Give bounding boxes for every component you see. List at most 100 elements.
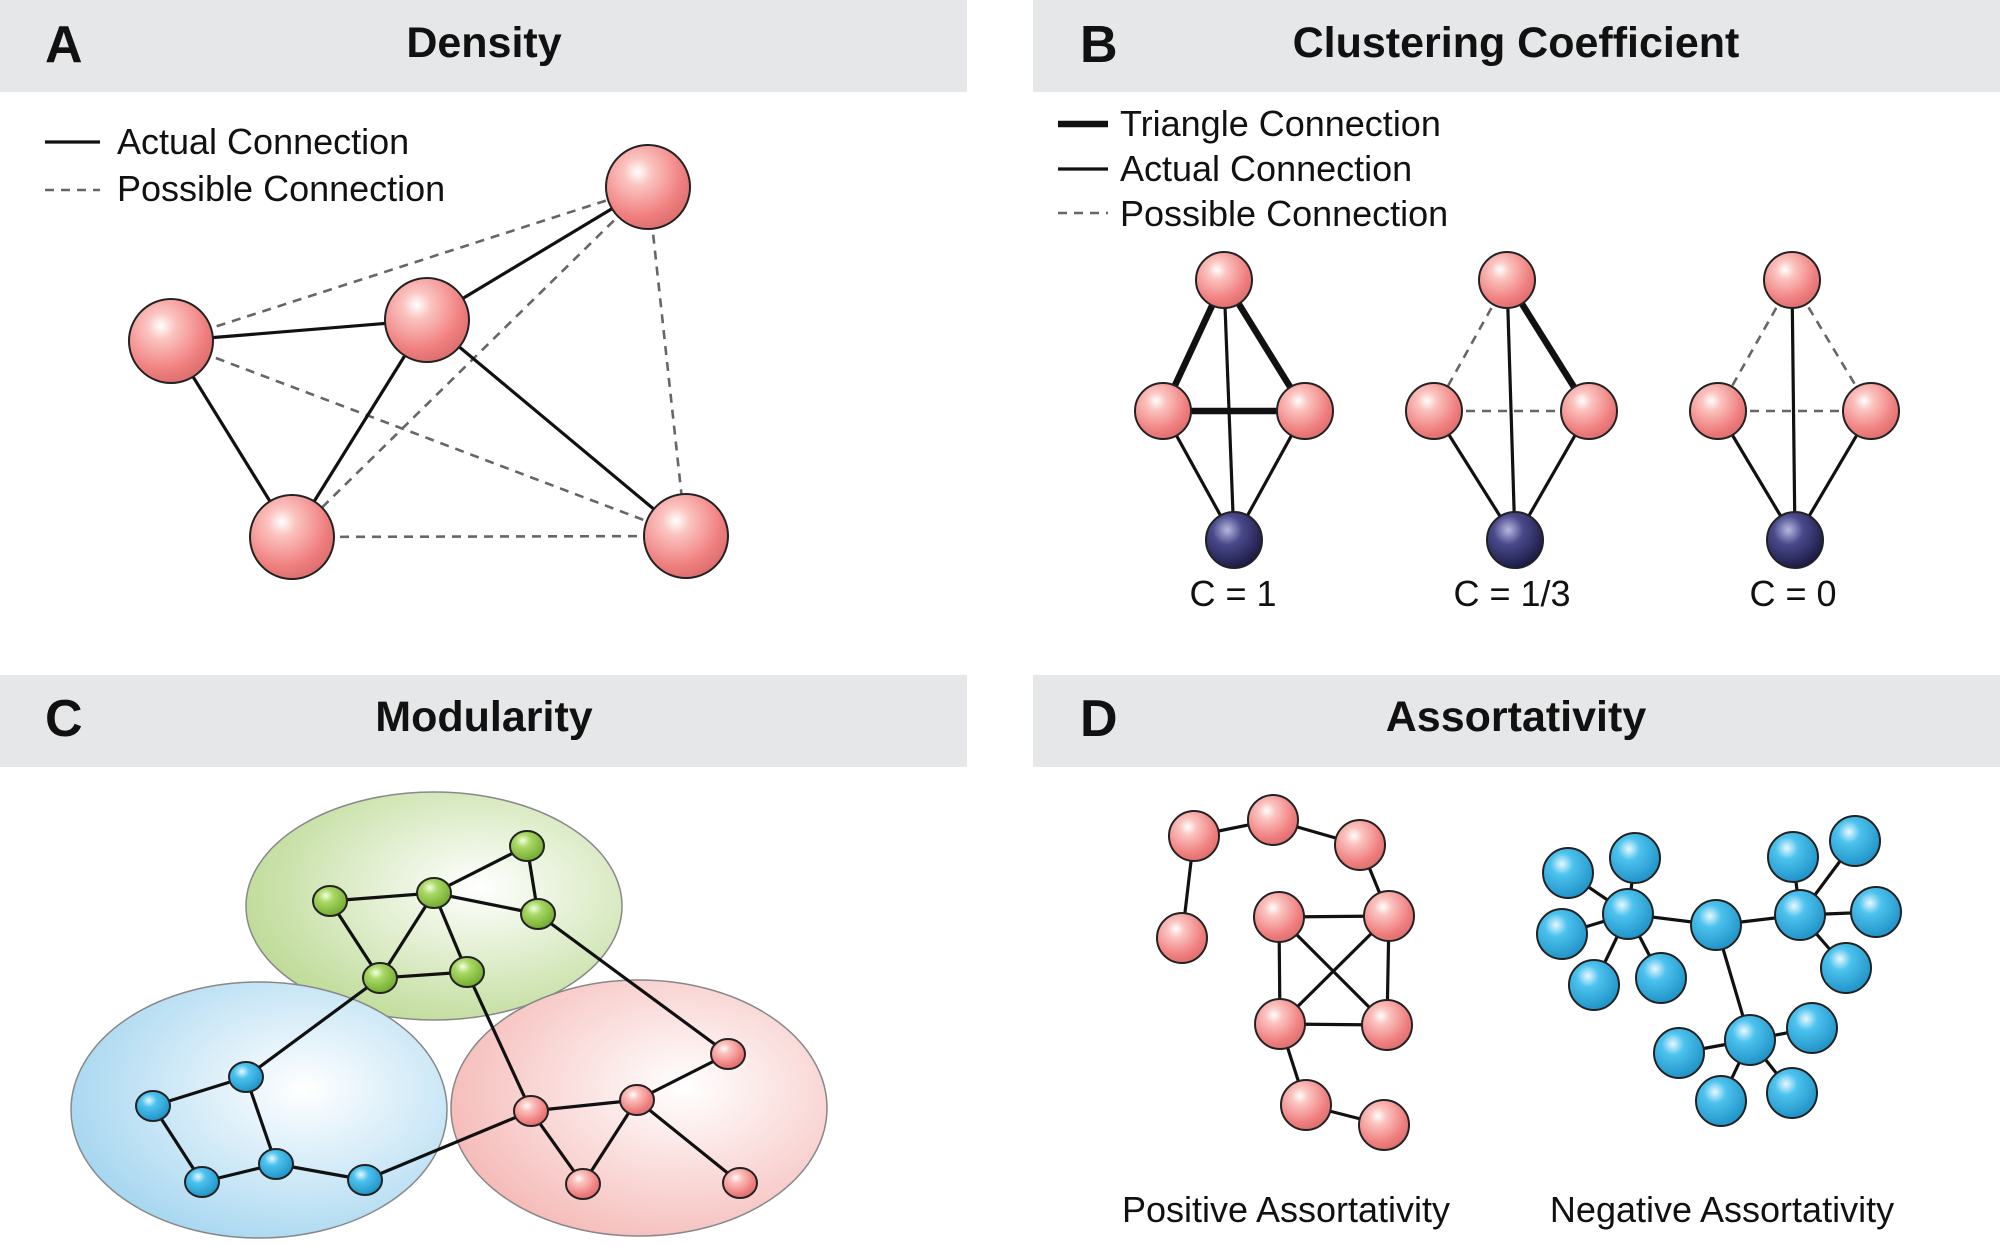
node xyxy=(1536,908,1588,960)
node xyxy=(1695,1075,1747,1127)
node xyxy=(605,144,691,230)
density-dashed-edges xyxy=(170,185,688,539)
panel-b-letter: B xyxy=(1080,16,1118,74)
panel-density: A Density Actual Connection Possible Con… xyxy=(0,0,967,580)
node xyxy=(1842,382,1900,440)
panel-a-title: Density xyxy=(406,19,561,67)
panel-b-title: Clustering Coefficient xyxy=(1293,19,1740,67)
node xyxy=(1254,998,1306,1050)
inter-module-edge xyxy=(465,971,533,1112)
node xyxy=(565,1168,601,1200)
node xyxy=(1478,251,1536,309)
node xyxy=(384,277,470,363)
node xyxy=(513,1095,549,1127)
edge xyxy=(378,892,436,979)
node xyxy=(1689,382,1747,440)
positive-network xyxy=(1156,794,1415,1151)
panel-d-title: Assortativity xyxy=(1386,693,1647,741)
panel-d-header xyxy=(1033,675,2000,767)
node xyxy=(1334,819,1386,871)
cluster-example-2-label: C = 1/3 xyxy=(1453,573,1570,614)
cluster-example-1: C = 1 xyxy=(1134,251,1334,614)
hub-node xyxy=(1602,888,1654,940)
panel-clustering: B Clustering Coefficient Triangle Connec… xyxy=(1033,0,2000,614)
node xyxy=(128,298,214,384)
node xyxy=(1767,831,1819,883)
edge xyxy=(581,1099,639,1185)
node xyxy=(184,1166,220,1198)
node xyxy=(509,830,545,862)
positive-assortativity-label: Positive Assortativity xyxy=(1122,1189,1450,1230)
node xyxy=(362,962,398,994)
actual-edge xyxy=(1505,279,1517,541)
possible-edge xyxy=(291,534,687,539)
inter-module-edge xyxy=(364,1109,532,1182)
node xyxy=(1358,1099,1410,1151)
focal-node xyxy=(1766,511,1824,569)
node xyxy=(1280,1079,1332,1131)
node xyxy=(1635,952,1687,1004)
panel-b-header xyxy=(1033,0,2000,92)
panel-modularity: C Modularity xyxy=(0,675,967,1239)
modularity-nodes xyxy=(135,830,758,1200)
node xyxy=(312,885,348,917)
node xyxy=(1829,815,1881,867)
inter-module-edge xyxy=(245,976,381,1079)
node xyxy=(1156,912,1208,964)
node xyxy=(1405,382,1463,440)
node xyxy=(1134,382,1192,440)
hub-node xyxy=(1724,1014,1776,1066)
panel-c-header xyxy=(0,675,967,767)
node xyxy=(1361,999,1413,1051)
node xyxy=(643,493,729,579)
node xyxy=(1168,810,1220,862)
node xyxy=(1568,959,1620,1011)
node xyxy=(1542,847,1594,899)
negative-assortativity-label: Negative Assortativity xyxy=(1550,1189,1894,1230)
density-nodes xyxy=(128,144,729,580)
negative-network xyxy=(1536,815,1902,1127)
node xyxy=(1653,1027,1705,1079)
node xyxy=(1560,382,1618,440)
node xyxy=(1247,794,1299,846)
hub-node xyxy=(1690,899,1742,951)
legend-possible-label: Possible Connection xyxy=(1120,193,1448,234)
node xyxy=(710,1038,746,1070)
node xyxy=(416,877,452,909)
node xyxy=(1820,942,1872,994)
node xyxy=(520,898,556,930)
panel-d-letter: D xyxy=(1080,690,1118,748)
node xyxy=(722,1167,758,1199)
node xyxy=(1850,886,1902,938)
actual-edge xyxy=(1222,279,1236,541)
legend-actual-label: Actual Connection xyxy=(117,121,409,162)
panel-c-title: Modularity xyxy=(375,693,592,741)
node xyxy=(1766,1067,1818,1119)
panel-c-letter: C xyxy=(45,690,83,748)
node xyxy=(258,1148,294,1180)
node xyxy=(1609,832,1661,884)
actual-edge xyxy=(425,318,688,538)
panel-assortativity: D Assortativity Posit xyxy=(1033,675,2000,1230)
focal-node xyxy=(1205,511,1263,569)
actual-edge xyxy=(1790,279,1797,541)
node xyxy=(347,1164,383,1196)
hub-node xyxy=(1774,889,1826,941)
focal-node xyxy=(1486,511,1544,569)
node xyxy=(1276,382,1334,440)
cluster-example-1-label: C = 1 xyxy=(1189,573,1276,614)
possible-edge xyxy=(291,186,649,538)
legend-actual-label: Actual Connection xyxy=(1120,148,1412,189)
node xyxy=(1195,251,1253,309)
inter-module-edge xyxy=(537,912,729,1056)
node xyxy=(1786,1002,1838,1054)
cluster-example-3-label: C = 0 xyxy=(1749,573,1836,614)
panel-a-letter: A xyxy=(45,16,83,74)
cluster-example-3: C = 0 xyxy=(1689,251,1900,614)
panel-a-header xyxy=(0,0,967,92)
node xyxy=(228,1061,264,1093)
edge xyxy=(635,1098,742,1185)
legend-triangle-label: Triangle Connection xyxy=(1120,103,1441,144)
node xyxy=(135,1090,171,1122)
